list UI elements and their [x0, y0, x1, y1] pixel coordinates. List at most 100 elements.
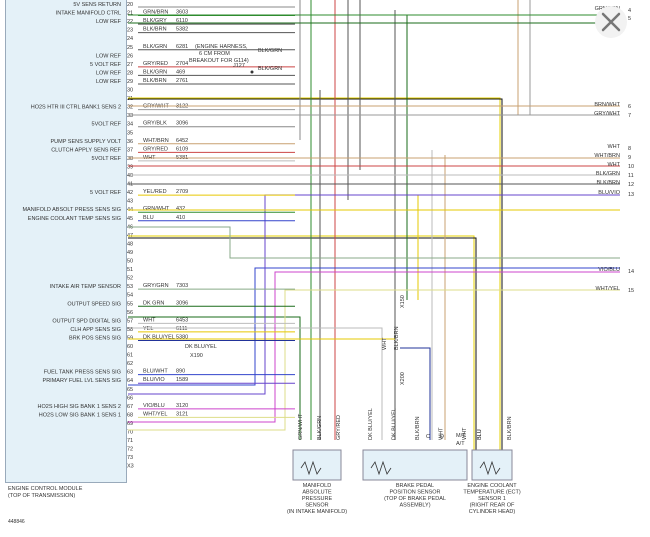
pin-number: 54: [127, 293, 133, 299]
pin-wire-color: GRY/WHT: [143, 104, 170, 110]
sensor-label: POSITION SENSOR: [389, 490, 440, 496]
connector-pin-number: 14: [628, 269, 634, 275]
pin-circuit-code: 1589: [176, 377, 188, 383]
pin-label: LOW REF: [96, 53, 122, 59]
pin-circuit-code: 6452: [176, 138, 188, 144]
vlabel-c: C: [426, 434, 430, 440]
pin-number: 49: [127, 250, 133, 256]
vlabel-wht: WHT: [382, 337, 388, 350]
pin-number: 56: [127, 310, 133, 316]
pin-number: 67: [127, 404, 133, 410]
ecm-subtitle: (TOP OF TRANSMISSION): [8, 493, 75, 499]
pin-number: 73: [127, 455, 133, 461]
pin-wire-color: DK GRN: [143, 300, 164, 306]
diagram-id: 448846: [8, 519, 25, 525]
pin-label: OUTPUT SPEED SIG: [67, 301, 121, 307]
pin-number: 24: [127, 36, 133, 42]
pin-circuit-code: 3121: [176, 411, 188, 417]
ecm-title: ENGINE CONTROL MODULE: [8, 486, 83, 492]
highlight-wire-upper-core: [128, 98, 503, 455]
pin-number: 58: [127, 327, 133, 333]
pin-wire-color: BLK/GRN: [143, 69, 167, 75]
vlabel-blu: BLU: [477, 429, 483, 440]
sensor-wire-label: BLU: [477, 429, 483, 440]
wire-trace: [128, 194, 620, 395]
sensor-label: (RIGHT REAR OF: [470, 503, 515, 509]
pin-number: 37: [127, 147, 133, 153]
wire-trace: [400, 347, 431, 440]
connector-pin-number: 11: [628, 173, 634, 179]
pin-number: 50: [127, 259, 133, 265]
pin-label: ENGINE COOLANT TEMP SENS SIG: [28, 216, 121, 222]
wire-trace: [128, 271, 620, 423]
sensor-wire-label: WHT: [439, 427, 445, 440]
pin-number: 71: [127, 438, 133, 444]
pin-label: 5VOLT REF: [92, 122, 122, 128]
pin-number: 55: [127, 301, 133, 307]
pin-label: HO2S LOW SIG BANK 1 SENS 1: [39, 412, 121, 418]
pin-wire-color: DK BLU/YEL: [143, 334, 175, 340]
pin-number: 20: [127, 2, 133, 8]
pin-circuit-code: 6110: [176, 18, 188, 24]
connector-wire-color: WHT: [607, 162, 620, 168]
pin-number: 39: [127, 164, 133, 170]
sensor-label: SENSOR: [305, 503, 328, 509]
pin-number: 65: [127, 387, 133, 393]
pin-label: LOW REF: [96, 70, 122, 76]
connector-wire-color: WHT/BRN: [594, 153, 620, 159]
sensor-body: [292, 449, 342, 481]
pin-label: PUMP SENS SUPPLY VOLT: [50, 139, 121, 145]
pin-number: 42: [127, 190, 133, 196]
pin-number: 70: [127, 430, 133, 436]
sensor-wire-label: GRY/RED: [336, 415, 342, 440]
pin-label: OUTPUT SPD DIGITAL SIG: [52, 318, 121, 324]
sensor-label: PRESSURE: [302, 496, 333, 502]
sensor-wire-label: BLK/BRN: [415, 416, 421, 440]
highlight-wire-upper: [128, 97, 501, 455]
connector-wire-color: BRN/WHT: [594, 102, 620, 108]
pin-number: 22: [127, 19, 133, 25]
pin-circuit-code: 6453: [176, 317, 188, 323]
vlabel-x200: X200: [400, 372, 406, 385]
pin-wire-color: YEL: [143, 326, 153, 332]
splice-connector: X190: [190, 353, 203, 359]
pin-wire-color: WHT: [143, 317, 156, 323]
sensor-label: CYLINDER HEAD): [469, 509, 516, 515]
pin-label: LOW REF: [96, 79, 122, 85]
pin-number: 29: [127, 79, 133, 85]
vlabel-d: D: [440, 434, 444, 440]
sensor-body: [471, 449, 513, 481]
connector-pin-number: 15: [628, 288, 634, 294]
pin-wire-color: GRN/BRN: [143, 10, 168, 16]
sensor-wire-label: DK BLU/YEL: [368, 408, 374, 440]
pin-number: 36: [127, 139, 133, 145]
sensor-wire-label: WHT: [462, 427, 468, 440]
pin-number: 51: [127, 267, 133, 273]
harness-note: (ENGINE HARNESS, 6 CM FROM BREAKOUT FOR …: [189, 44, 282, 74]
sensor-wire-label: BLK/GRN: [317, 416, 323, 440]
sensor-wire-label: BLK/BRN: [507, 416, 513, 440]
pin-number: 48: [127, 241, 133, 247]
pin-circuit-code: 2704: [176, 61, 188, 67]
pin-wire-color: GRY/RED: [143, 61, 168, 67]
sensor-body: [362, 449, 468, 481]
highlight-wire-lower: [128, 235, 475, 455]
wire-traces: [128, 0, 620, 455]
connector-pin-number: 6: [628, 104, 631, 110]
close-button[interactable]: [595, 6, 627, 38]
sensor-label: TEMPERATURE (ECT): [463, 490, 521, 496]
pin-number: 43: [127, 199, 133, 205]
wire-trace: [128, 327, 383, 440]
junction-label: J127: [233, 63, 245, 69]
pin-number: 40: [127, 173, 133, 179]
pin-number: 45: [127, 216, 133, 222]
pin-number: 23: [127, 28, 133, 34]
pin-circuit-code: 890: [176, 369, 185, 375]
pin-circuit-code: 3096: [176, 300, 188, 306]
pin-number: 33: [127, 113, 133, 119]
